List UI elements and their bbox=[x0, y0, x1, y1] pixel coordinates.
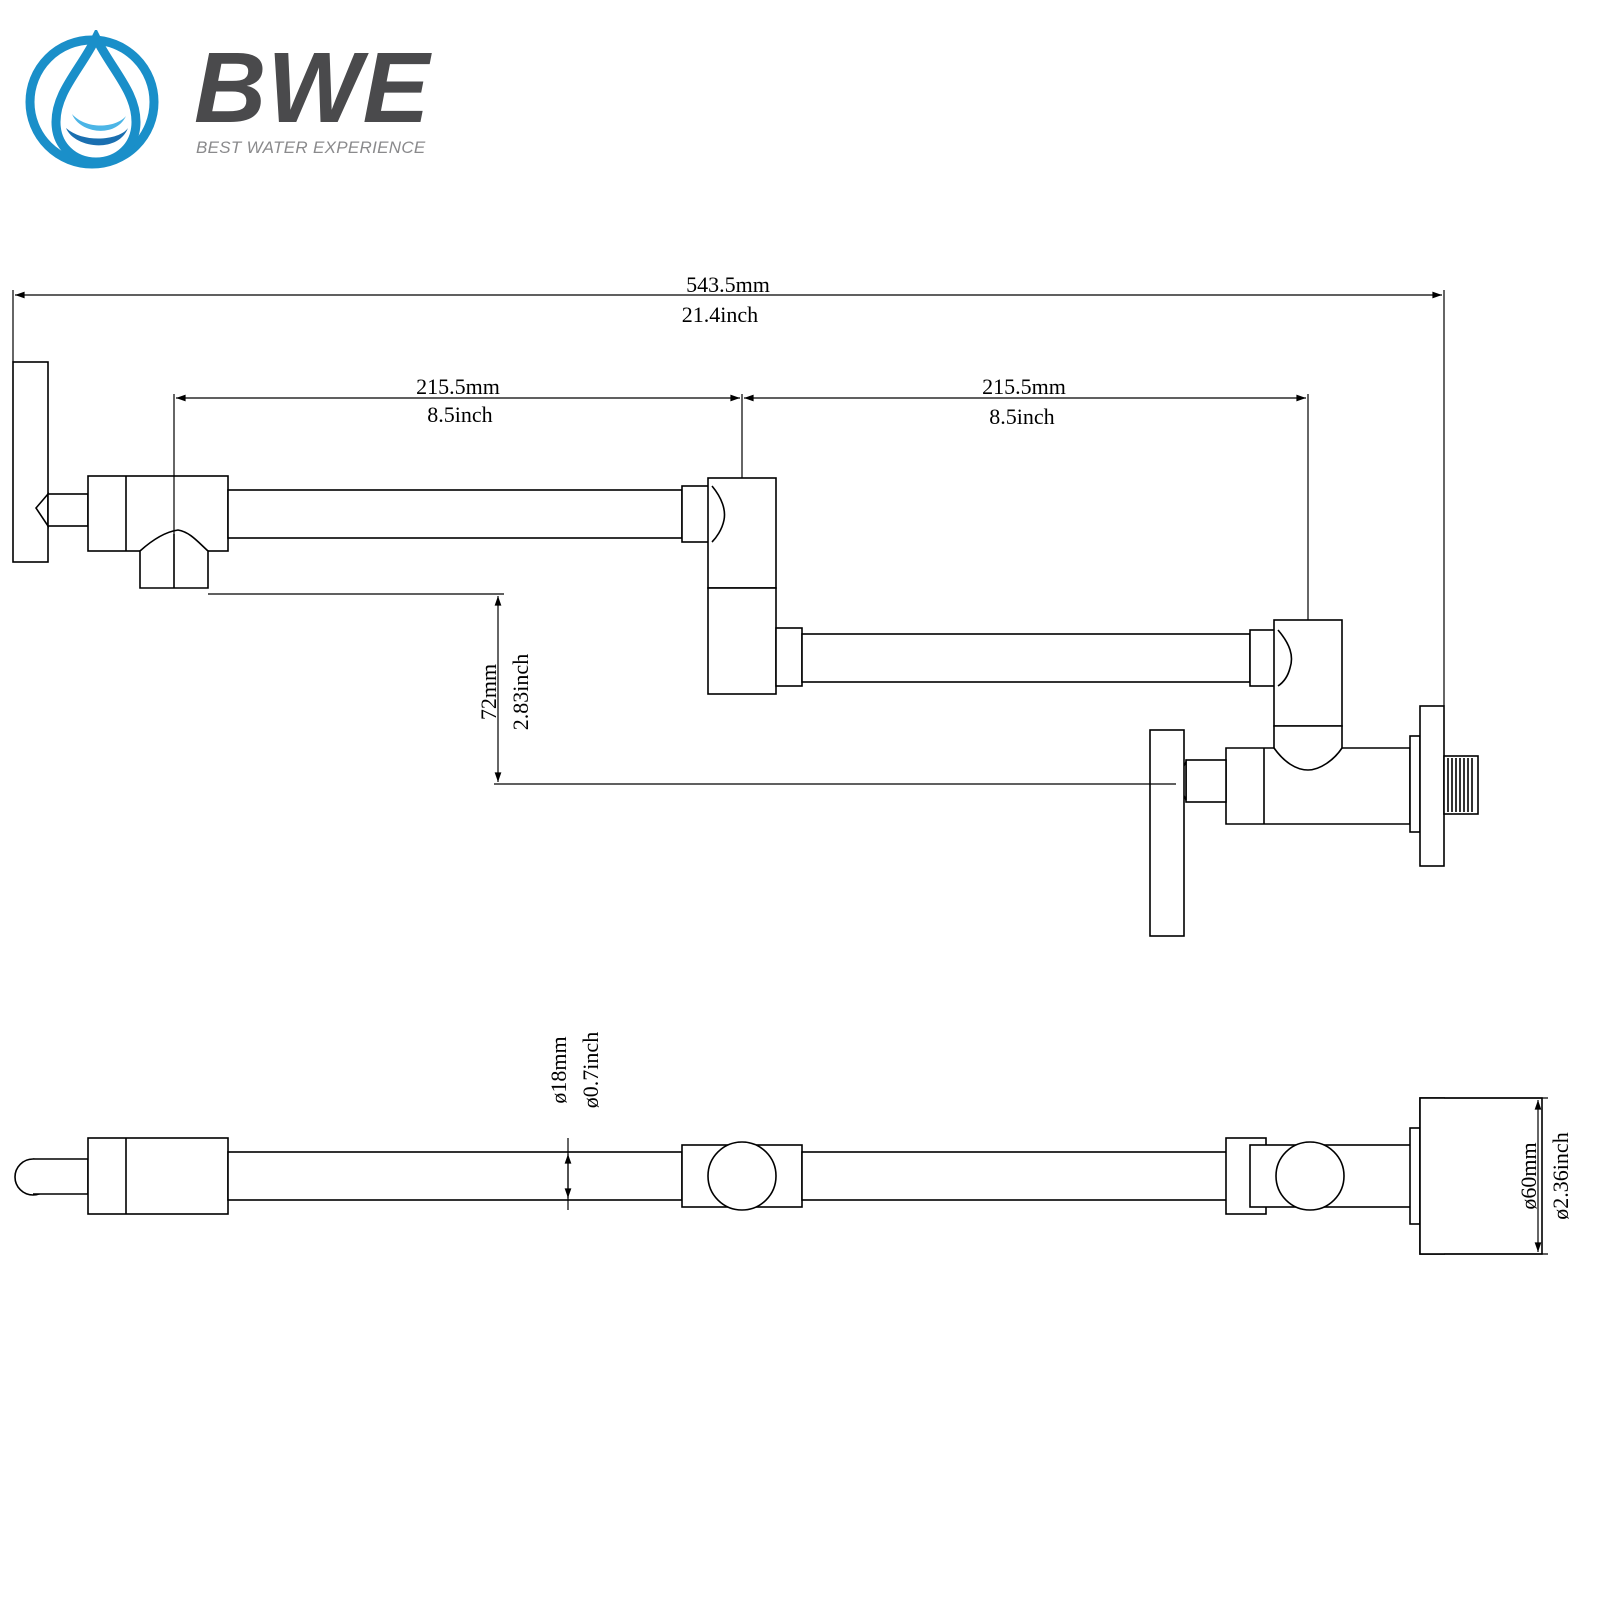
arm-1 bbox=[227, 489, 683, 539]
arm-1-length-inch: 8.5inch bbox=[427, 402, 492, 427]
water-drop-icon bbox=[25, 27, 159, 169]
brand-tagline: BEST WATER EXPERIENCE bbox=[196, 138, 426, 157]
side-view bbox=[12, 361, 1479, 937]
overall-length-inch: 21.4inch bbox=[682, 302, 758, 327]
left-handle-stem bbox=[47, 493, 89, 527]
right-handle-plate bbox=[1149, 729, 1185, 937]
pipe-diameter-mm: ø18mm bbox=[546, 1036, 571, 1103]
valve-body bbox=[1225, 725, 1411, 825]
pipe-diameter-inch: ø0.7inch bbox=[578, 1032, 603, 1108]
arm-2 bbox=[801, 633, 1251, 683]
brand-wordmark: BWE bbox=[194, 32, 431, 144]
brand-logo: BWE BEST WATER EXPERIENCE bbox=[24, 27, 464, 180]
arm-2-top bbox=[801, 1151, 1251, 1201]
top-view bbox=[14, 1097, 1543, 1255]
side-dimensions: 543.5mm 21.4inch 215.5mm 8.5inch 215.5mm… bbox=[12, 272, 1445, 785]
threaded-inlet bbox=[1443, 755, 1479, 815]
left-joint-top bbox=[87, 1137, 229, 1215]
wall-flange bbox=[1419, 705, 1445, 867]
right-elbow bbox=[1273, 619, 1343, 727]
flange-diameter-mm: ø60mm bbox=[1516, 1142, 1541, 1209]
arm-2-length-mm: 215.5mm bbox=[982, 374, 1066, 399]
left-handle-plate bbox=[12, 361, 49, 563]
drop-height-mm: 72mm bbox=[476, 664, 501, 720]
drop-height-inch: 2.83inch bbox=[508, 654, 533, 730]
right-handle-stem bbox=[1185, 759, 1227, 803]
arm-1-top bbox=[227, 1151, 683, 1201]
flange-diameter-inch: ø2.36inch bbox=[1548, 1132, 1573, 1219]
top-dimensions: ø18mm ø0.7inch ø60mm ø2.36inch bbox=[546, 1032, 1573, 1255]
overall-length-mm: 543.5mm bbox=[686, 272, 770, 297]
arm-2-length-inch: 8.5inch bbox=[989, 404, 1054, 429]
arm-1-length-mm: 215.5mm bbox=[416, 374, 500, 399]
